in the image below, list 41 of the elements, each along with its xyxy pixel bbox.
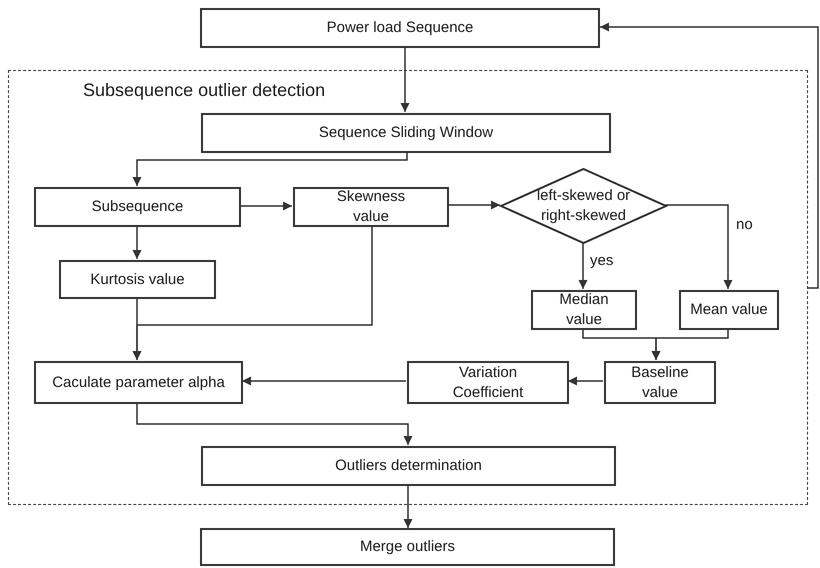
box-text: Kurtosis value — [90, 270, 185, 290]
arrow — [652, 329, 729, 360]
process-box — [531, 290, 637, 330]
process-box — [201, 113, 611, 153]
arrow — [404, 485, 412, 528]
process-box — [293, 187, 449, 227]
box-text: Skewness value — [336, 187, 406, 227]
process-box — [201, 446, 616, 486]
process-box — [59, 260, 216, 299]
process-box — [200, 528, 615, 566]
box-text: Merge outliers — [360, 537, 456, 557]
box-text: Variation Coefficient — [452, 362, 524, 402]
decision-text: left-skewed or right-skewed — [536, 186, 632, 226]
process-box — [679, 290, 779, 330]
arrow — [400, 48, 410, 112]
dashed-region — [8, 70, 808, 505]
arrow — [132, 226, 142, 259]
arrow — [578, 242, 588, 289]
box-text: Median value — [558, 290, 610, 330]
arrow — [600, 22, 819, 289]
arrow — [132, 226, 373, 360]
box-text: Mean value — [690, 300, 768, 320]
process-box — [200, 8, 600, 48]
arrow — [240, 202, 292, 210]
arrow — [136, 403, 412, 445]
box-text: Baseline value — [630, 362, 690, 402]
process-box — [604, 361, 716, 404]
box-text: Power load Sequence — [326, 18, 474, 38]
arrow — [665, 204, 732, 289]
arrow — [448, 200, 500, 210]
process-box — [34, 187, 241, 227]
arrow — [132, 152, 408, 186]
arrow — [242, 376, 406, 386]
region-title: Subsequence outlier detection — [83, 80, 326, 101]
box-text: Caculate parameter alpha — [52, 372, 225, 392]
process-box — [407, 361, 569, 404]
arrow — [568, 376, 603, 386]
box-text: Subsequence — [92, 197, 184, 217]
box-text: Outliers determination — [335, 456, 482, 476]
process-box — [34, 361, 243, 404]
box-text: Sequence Sliding Window — [318, 123, 494, 143]
